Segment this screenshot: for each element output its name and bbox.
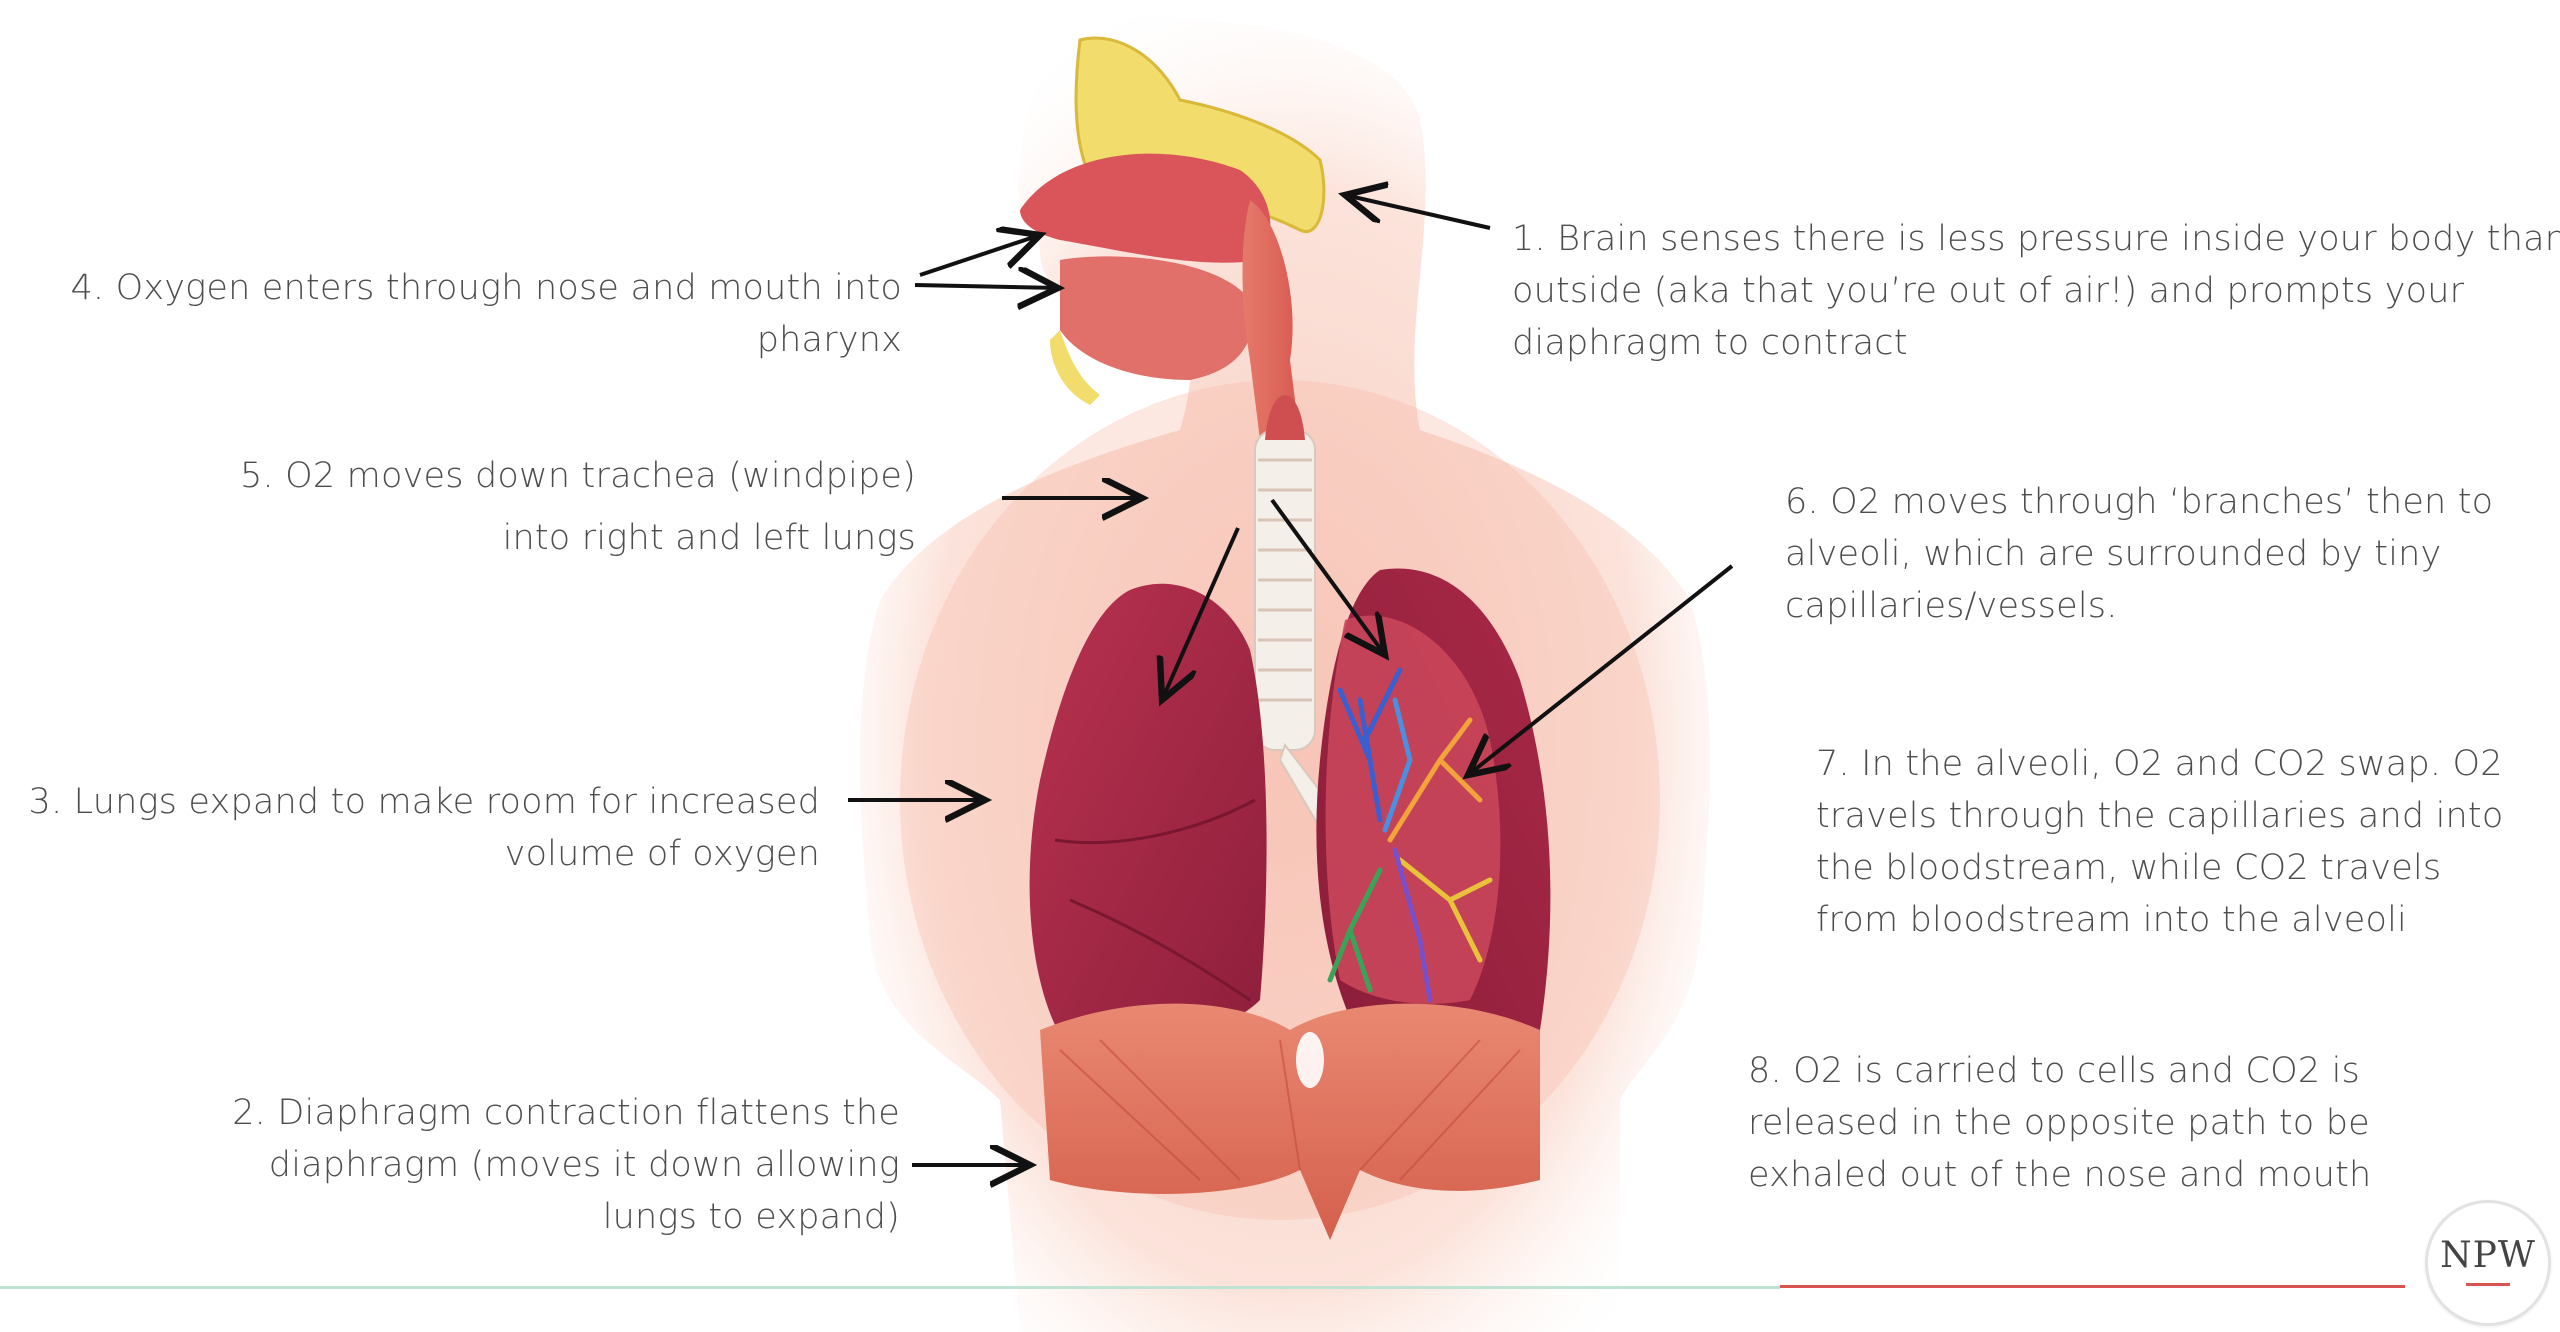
annotation-step5: 5. O2 moves down trachea (windpipe) into…: [240, 445, 916, 569]
npw-logo: NPW: [2425, 1200, 2551, 1326]
annotation-line: diaphragm (moves it down allowing: [268, 1145, 900, 1185]
lung-cutaway: [1325, 615, 1501, 1004]
annotation-step4: 4. Oxygen enters through nose and mouth …: [70, 262, 902, 366]
logo-underline: [2466, 1283, 2510, 1286]
annotation-line: alveoli, which are surrounded by tiny: [1785, 534, 2442, 574]
diaphragm: [1040, 1003, 1540, 1240]
annotation-line: released in the opposite path to be: [1748, 1103, 2370, 1143]
annotation-step1: 1. Brain senses there is less pressure i…: [1512, 213, 2560, 369]
annotation-step8: 8. O2 is carried to cells and CO2 is rel…: [1748, 1045, 2371, 1201]
annotation-step3: 3. Lungs expand to make room for increas…: [29, 776, 821, 880]
annotation-line: lungs to expand): [602, 1197, 900, 1237]
annotation-line: pharynx: [756, 320, 902, 360]
annotation-line: 3. Lungs expand to make room for increas…: [28, 782, 820, 822]
footer-rule-green: [0, 1286, 1780, 1289]
pharynx: [1242, 200, 1300, 440]
annotation-line: into right and left lungs: [502, 518, 916, 558]
logo-text: NPW: [2440, 1235, 2536, 1276]
annotation-line: diaphragm to contract: [1512, 323, 1908, 363]
nasal-cavity: [1020, 153, 1271, 263]
annotation-line: 8. O2 is carried to cells and CO2 is: [1748, 1051, 2360, 1091]
annotation-line: 6. O2 moves through ‘branches’ then to: [1785, 482, 2494, 522]
annotation-line: exhaled out of the nose and mouth: [1748, 1155, 2372, 1195]
annotation-step6: 6. O2 moves through ‘branches’ then to a…: [1785, 476, 2493, 632]
annotation-line: 2. Diaphragm contraction flattens the: [232, 1093, 900, 1133]
footer-rule-red: [1780, 1285, 2405, 1288]
annotation-line: volume of oxygen: [504, 834, 820, 874]
tongue-mouth: [1060, 256, 1253, 380]
annotation-line: 1. Brain senses there is less pressure i…: [1512, 219, 2560, 259]
annotation-step7: 7. In the alveoli, O2 and CO2 swap. O2 t…: [1816, 738, 2503, 946]
esophageal-opening: [1296, 1032, 1324, 1088]
annotation-line: outside (aka that you’re out of air!) an…: [1512, 271, 2465, 311]
annotation-line: travels through the capillaries and into: [1816, 796, 2504, 836]
annotation-line: capillaries/vessels.: [1785, 586, 2118, 626]
annotation-line: the bloodstream, while CO2 travels: [1816, 848, 2442, 888]
annotation-line: from bloodstream into the alveoli: [1816, 900, 2407, 940]
annotation-line: 7. In the alveoli, O2 and CO2 swap. O2: [1816, 744, 2503, 784]
bronchial-tree: [1327, 667, 1493, 1003]
annotation-line: 5. O2 moves down trachea (windpipe): [240, 456, 916, 496]
annotation-line: 4. Oxygen enters through nose and mouth …: [70, 268, 902, 308]
annotation-step2: 2. Diaphragm contraction flattens the di…: [232, 1087, 900, 1243]
jaw-bone: [1050, 330, 1100, 405]
